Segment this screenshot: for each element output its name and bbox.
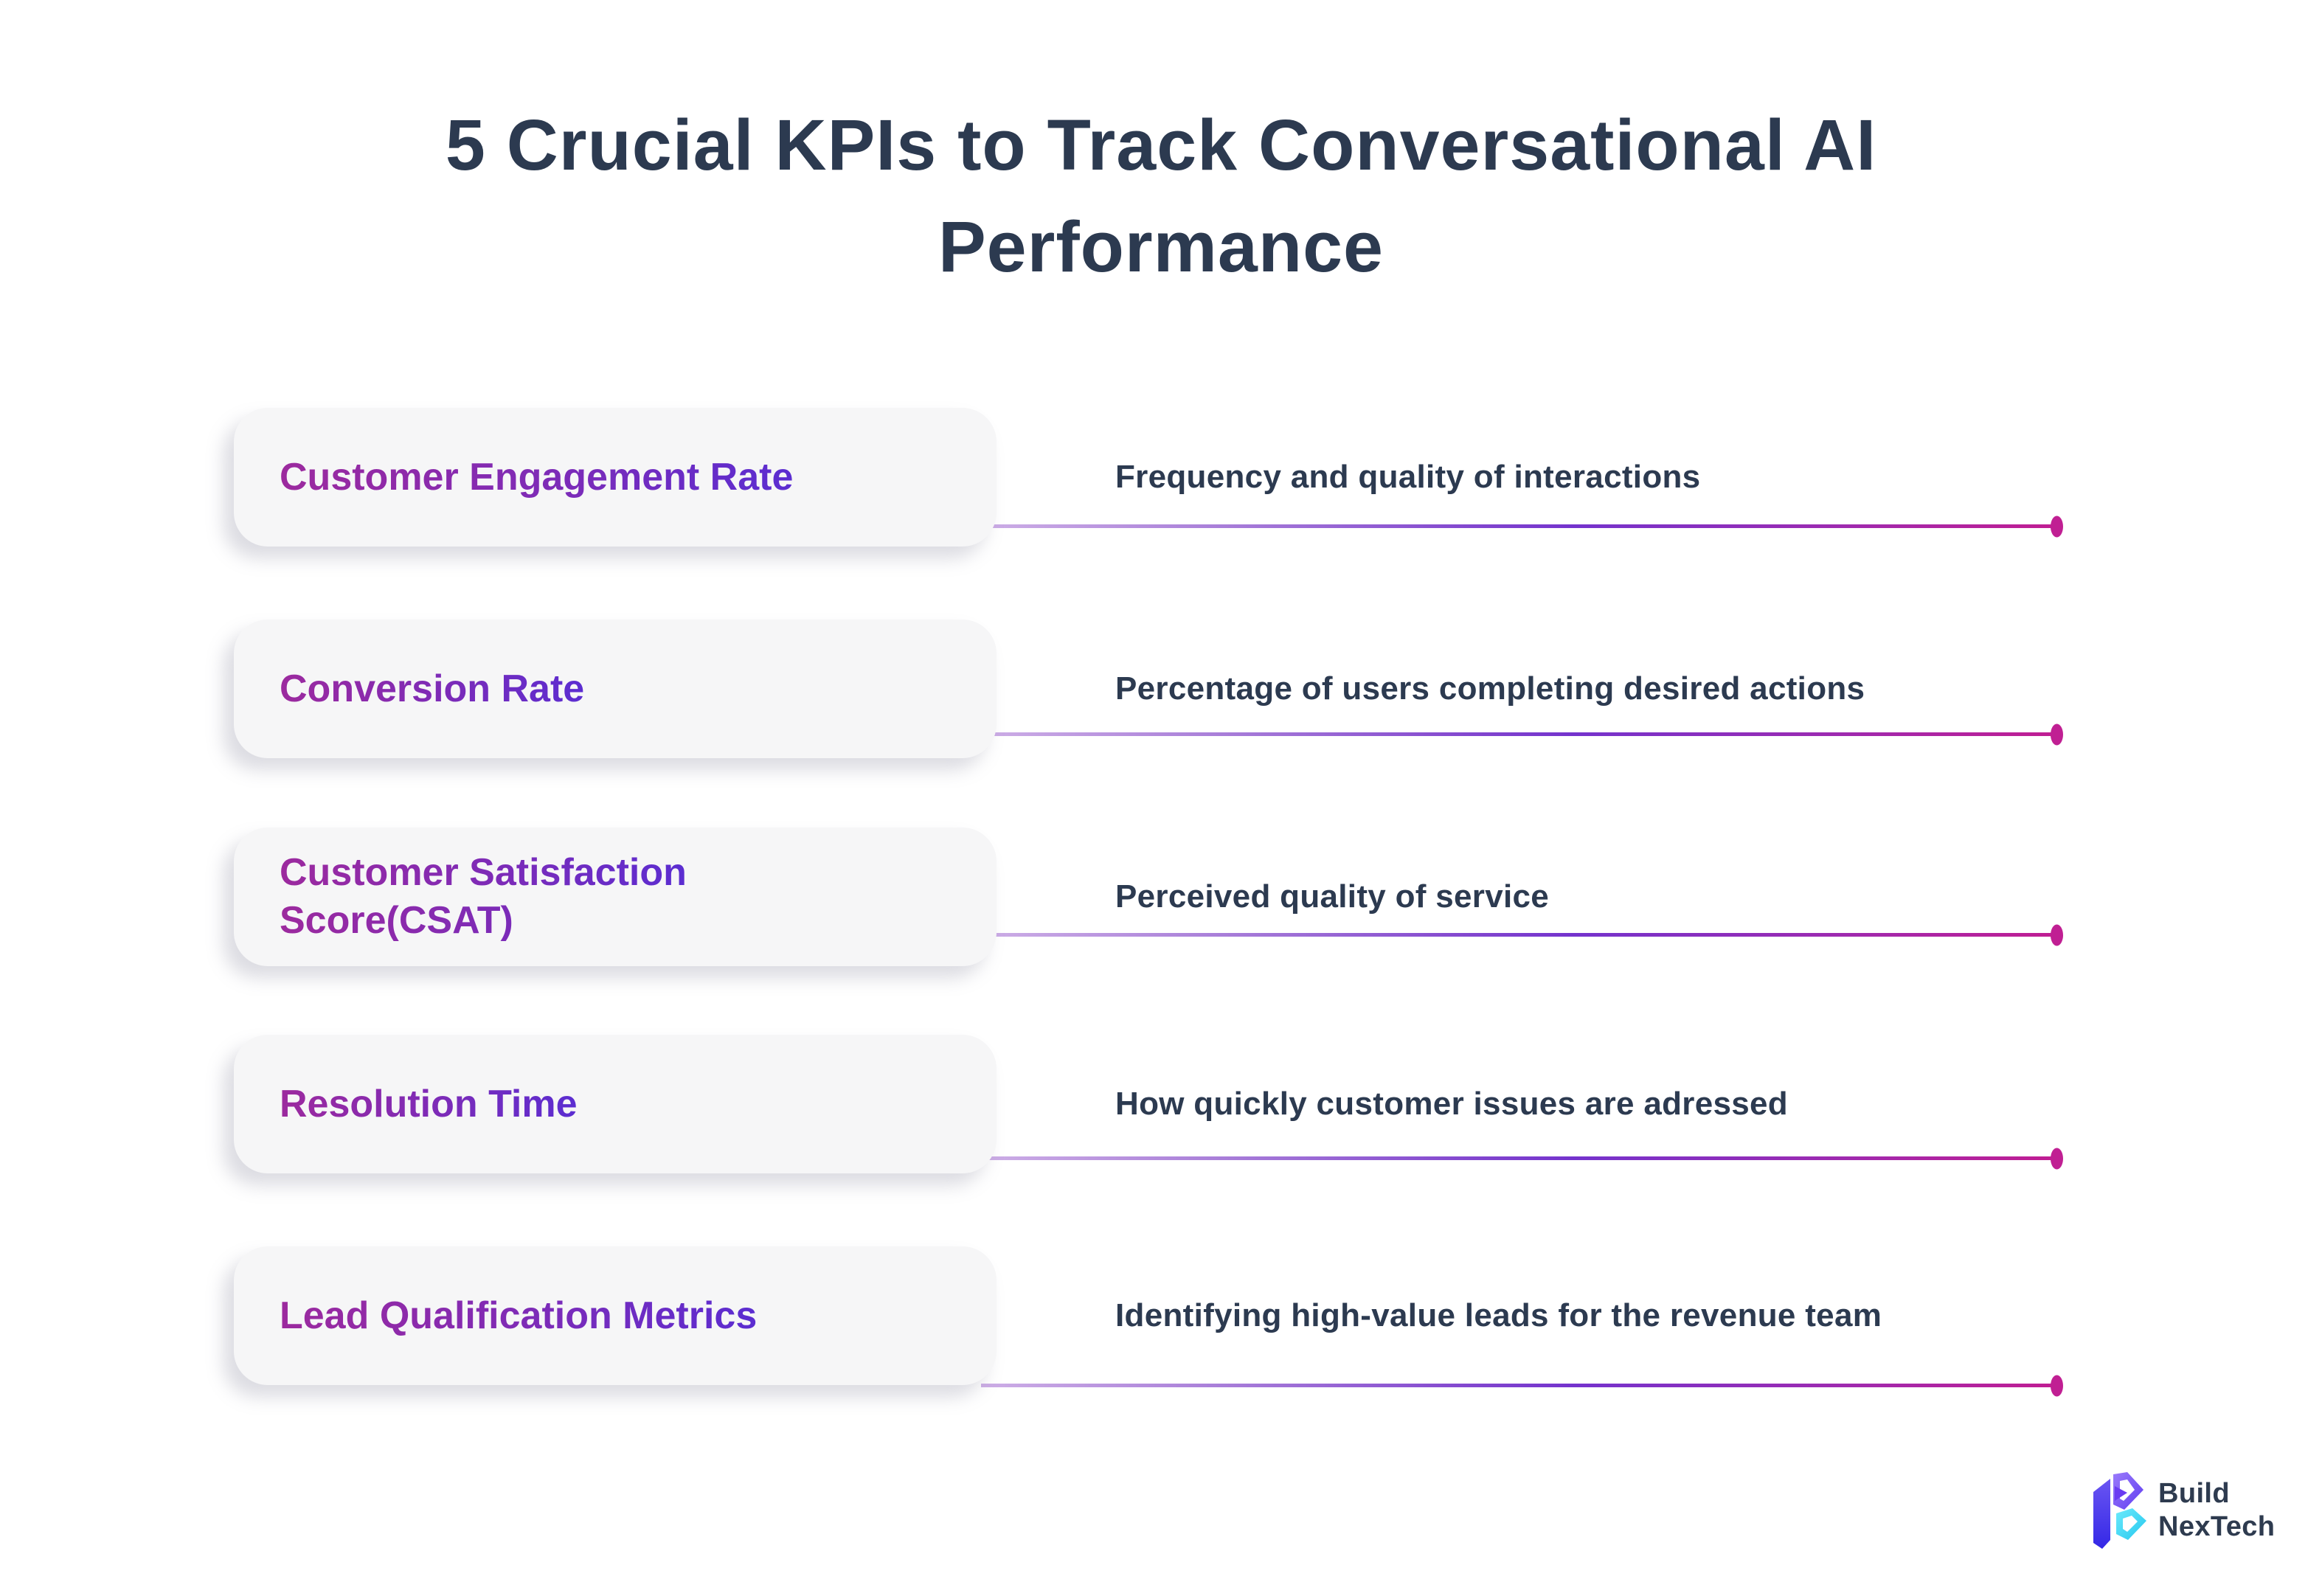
kpi-description: Frequency and quality of interactions bbox=[1115, 459, 1701, 495]
brand-name-line2: NexTech bbox=[2158, 1511, 2276, 1542]
connector-line bbox=[981, 516, 2063, 537]
brand-name-line1: Build bbox=[2158, 1478, 2230, 1510]
kpi-description: Identifying high-value leads for the rev… bbox=[1115, 1297, 1882, 1333]
build-nextech-hexagon-b-icon bbox=[2093, 1472, 2146, 1549]
brand-name: Build NexTech bbox=[2158, 1477, 2275, 1544]
connector-end-dot bbox=[2051, 1148, 2063, 1169]
kpi-card-resolution-time: Resolution Time bbox=[234, 1035, 997, 1173]
kpi-card-label: Customer Satisfaction Score(CSAT) bbox=[280, 849, 687, 945]
kpi-card-lead-qualification-metrics: Lead Qualification Metrics bbox=[234, 1246, 997, 1385]
kpi-card-conversion-rate: Conversion Rate bbox=[234, 620, 997, 758]
connector-end-dot bbox=[2051, 516, 2063, 537]
connector-end-dot bbox=[2051, 1375, 2063, 1396]
kpi-card-customer-satisfaction-score: Customer Satisfaction Score(CSAT) bbox=[234, 828, 997, 966]
connector-end-dot bbox=[2051, 724, 2063, 745]
kpi-card-label: Customer Engagement Rate bbox=[280, 454, 793, 502]
brand-logo: Build NexTech bbox=[2090, 1471, 2275, 1550]
page-title: 5 Crucial KPIs to Track Conversational A… bbox=[445, 105, 1877, 287]
kpi-description: How quickly customer issues are adressed bbox=[1115, 1086, 1788, 1122]
kpi-card-label: Resolution Time bbox=[280, 1080, 578, 1128]
connector-line bbox=[981, 1148, 2063, 1169]
connector-line bbox=[981, 924, 2063, 946]
connector-line bbox=[981, 1375, 2063, 1396]
connector-end-dot bbox=[2051, 924, 2063, 946]
kpi-description: Perceived quality of service bbox=[1115, 878, 1550, 915]
kpi-card-customer-engagement-rate: Customer Engagement Rate bbox=[234, 408, 997, 547]
connector-line bbox=[981, 724, 2063, 745]
kpi-card-label: Lead Qualification Metrics bbox=[280, 1292, 757, 1340]
kpi-description: Percentage of users completing desired a… bbox=[1115, 670, 1865, 707]
kpi-card-label: Conversion Rate bbox=[280, 665, 584, 713]
